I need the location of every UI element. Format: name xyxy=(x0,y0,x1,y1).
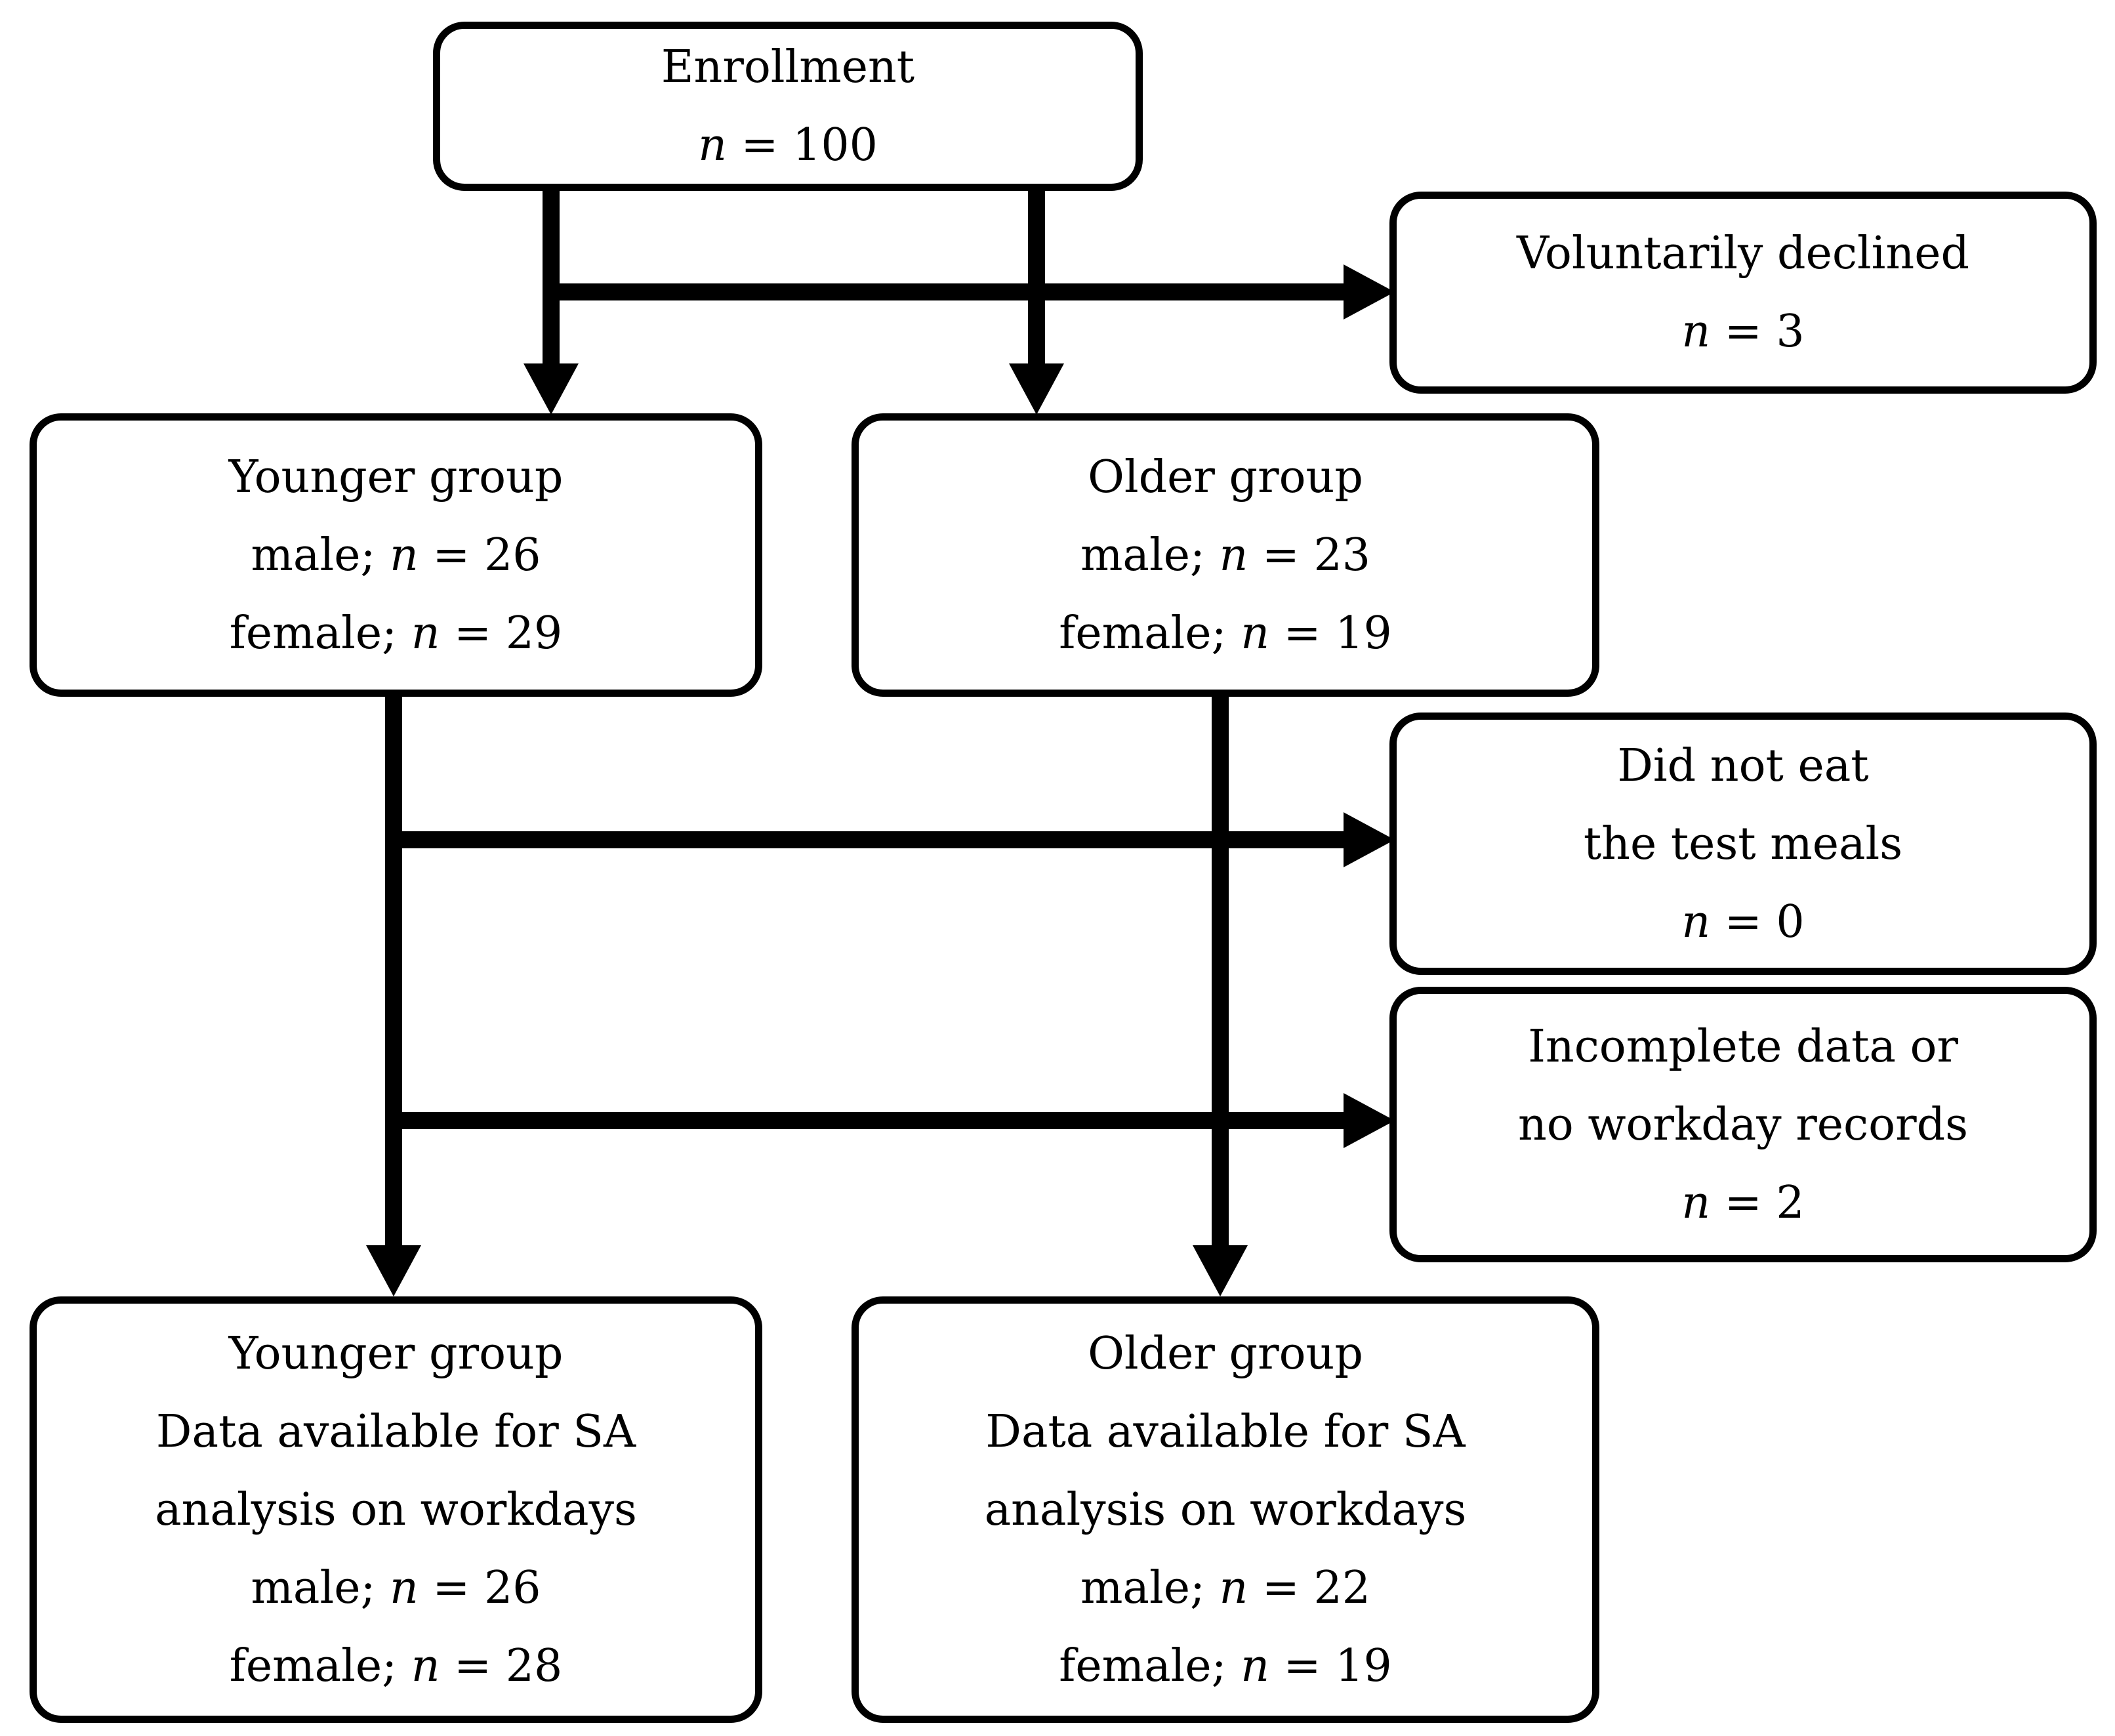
arrow-to-did-not-eat xyxy=(385,812,1395,867)
node-younger-group: Younger group male; n = 26 female; n = 29 xyxy=(30,413,762,697)
node-text-line: Older group xyxy=(1088,451,1363,503)
node-did-not-eat-test-meals: Did not eat the test meals n = 0 xyxy=(1389,713,2097,975)
node-text-line: female; n = 28 xyxy=(229,1640,563,1692)
node-text-line: male; n = 26 xyxy=(251,529,541,581)
node-text-line: Younger group xyxy=(228,451,564,503)
node-incomplete-data: Incomplete data or no workday records n = … xyxy=(1389,987,2097,1262)
node-enrollment: Enrollment n = 100 xyxy=(433,22,1143,191)
node-text-line: female; n = 29 xyxy=(229,607,563,659)
node-text-line: n = 2 xyxy=(1681,1176,1805,1229)
node-text-line: the test meals xyxy=(1583,817,1903,870)
node-text-line: male; n = 23 xyxy=(1080,529,1371,581)
arrow-to-incomplete-data xyxy=(385,1093,1395,1148)
node-text-line: no workday records xyxy=(1517,1098,1968,1151)
node-text-line: n = 0 xyxy=(1681,896,1805,948)
arrow-enrollment-to-younger xyxy=(524,182,579,415)
node-older-group: Older group male; n = 23 female; n = 19 xyxy=(852,413,1599,697)
node-text-line: Data available for SA xyxy=(155,1405,636,1458)
node-text-line: Younger group xyxy=(228,1327,564,1380)
node-text-line: female; n = 19 xyxy=(1059,1640,1392,1692)
node-voluntarily-declined: Voluntarily declined n = 3 xyxy=(1389,192,2097,394)
node-text-line: male; n = 22 xyxy=(1080,1561,1371,1614)
node-text-line: male; n = 26 xyxy=(251,1561,541,1614)
node-text-line: Did not eat xyxy=(1617,739,1869,792)
arrow-younger-to-younger-final xyxy=(366,688,421,1296)
node-text-line: n = 100 xyxy=(698,119,878,171)
arrow-enrollment-to-declined xyxy=(543,264,1395,320)
node-text-line: Data available for SA xyxy=(985,1405,1466,1458)
node-text-line: n = 3 xyxy=(1681,306,1805,358)
node-text-line: Incomplete data or xyxy=(1528,1020,1958,1073)
node-text-line: analysis on workdays xyxy=(984,1483,1467,1536)
node-text-line: analysis on workdays xyxy=(155,1483,637,1536)
node-text-line: Older group xyxy=(1088,1327,1363,1380)
arrow-enrollment-to-older xyxy=(1009,182,1064,415)
node-text-line: Enrollment xyxy=(661,41,915,93)
node-text-line: female; n = 19 xyxy=(1059,607,1392,659)
arrow-older-to-older-final xyxy=(1193,688,1248,1296)
node-text-line: Voluntarily declined xyxy=(1517,228,1969,279)
